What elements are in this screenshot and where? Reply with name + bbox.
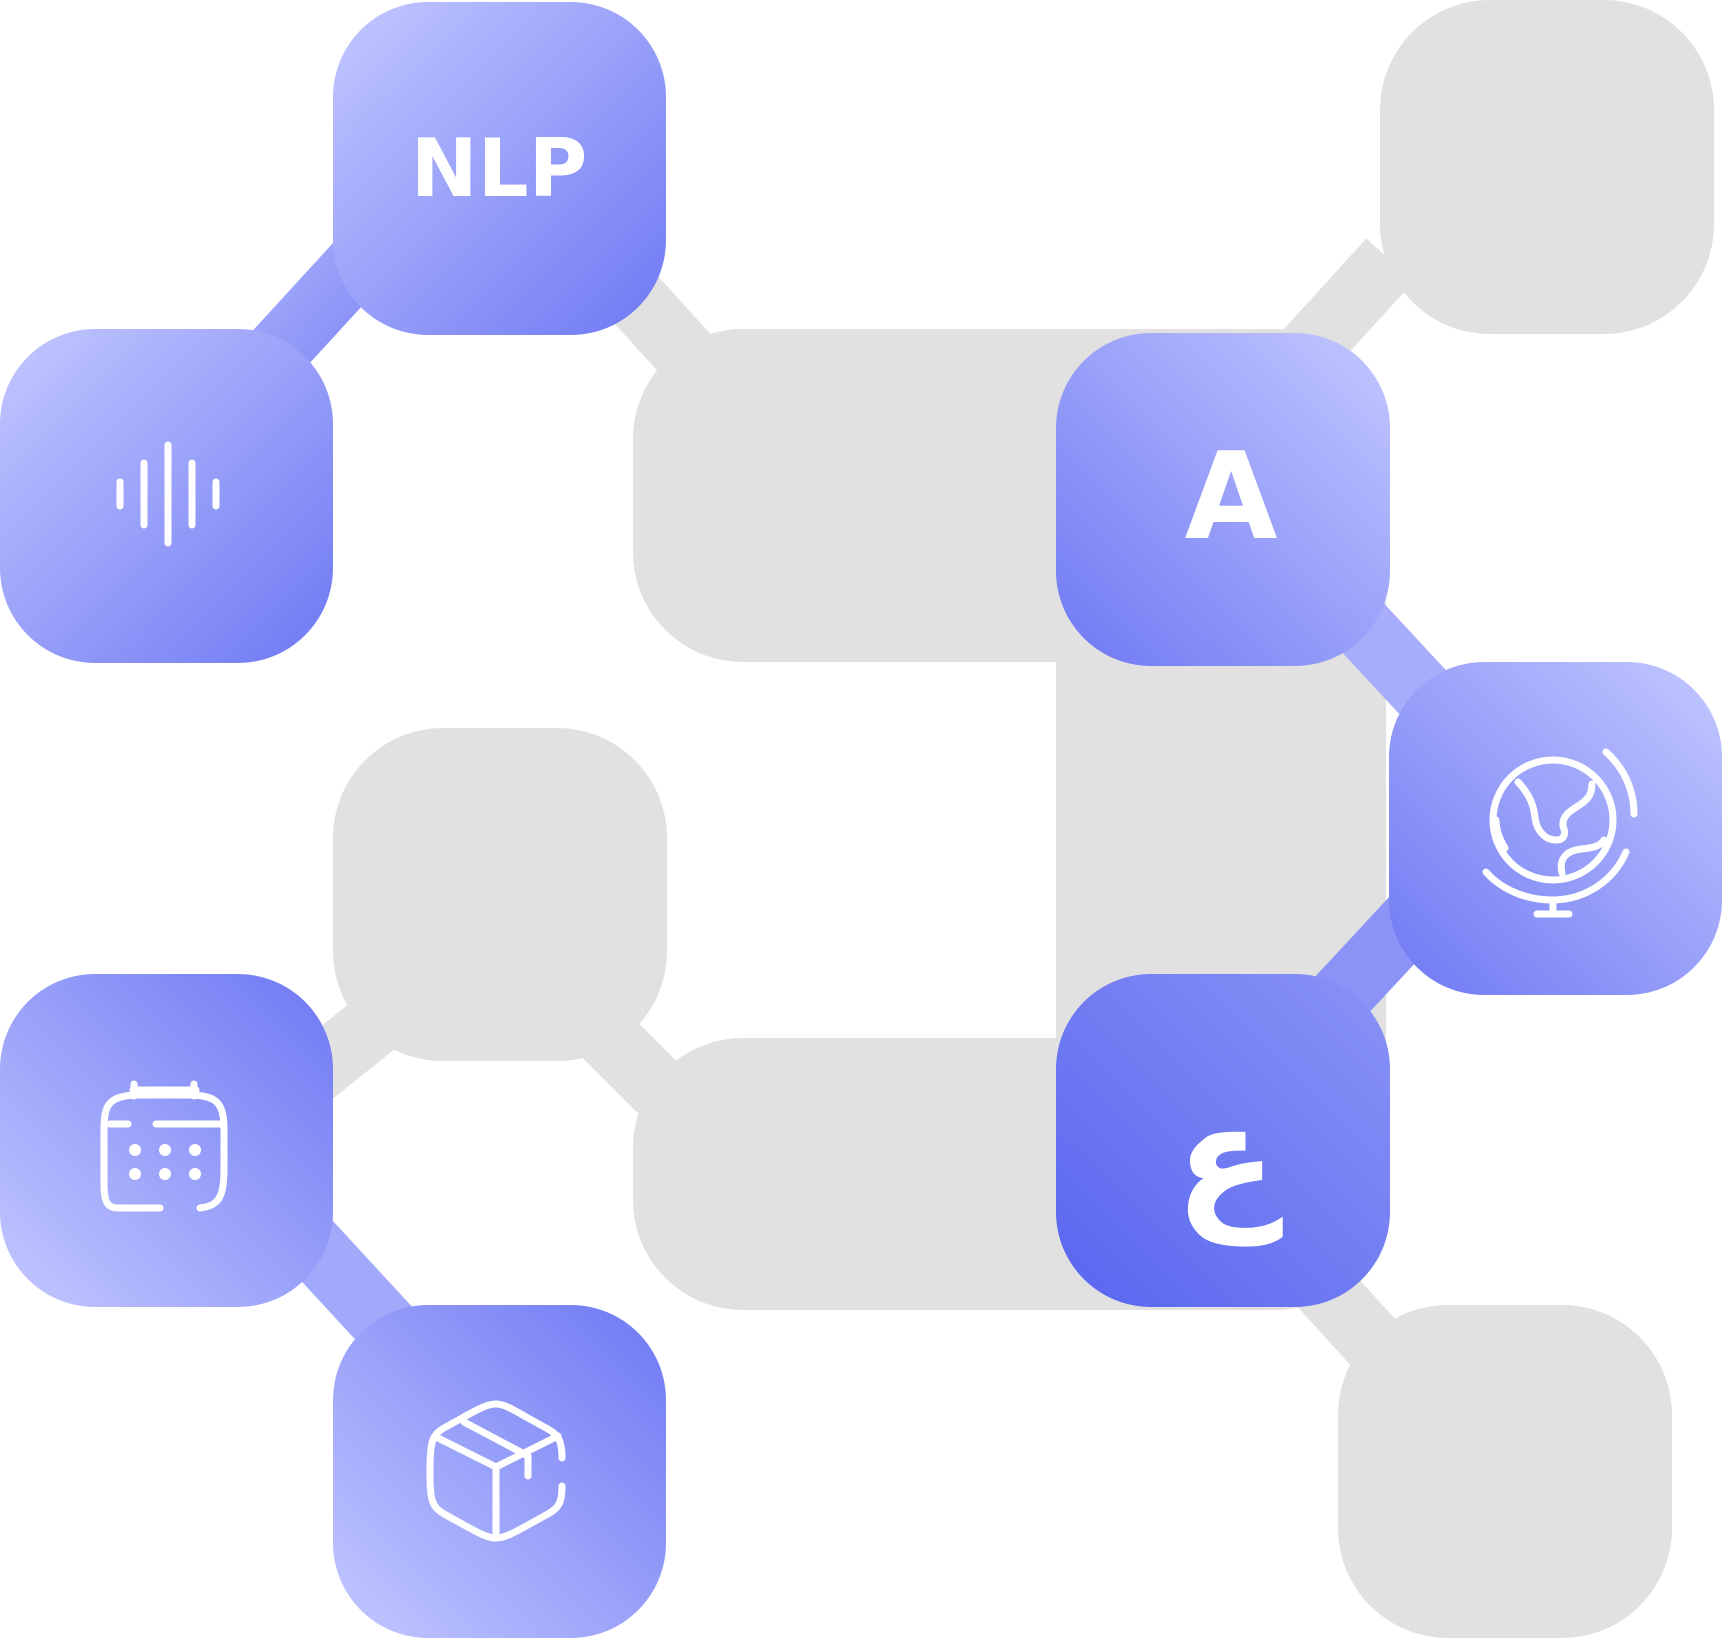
- calendar-icon: [100, 1080, 228, 1212]
- node-arabic-ain-label: ع: [1175, 1072, 1283, 1247]
- node-nlp-label: NLP: [411, 122, 588, 215]
- node-letter-a: A: [1056, 333, 1390, 666]
- node-audio: [0, 329, 333, 663]
- audio-waveform-icon: [116, 441, 220, 547]
- node-letter-a-label: A: [1185, 428, 1278, 567]
- node-arabic-ain: ع: [1056, 974, 1390, 1307]
- placeholder-middle-left: [333, 728, 667, 1061]
- node-globe: [1389, 662, 1722, 995]
- placeholder-bottom-right: [1338, 1305, 1672, 1638]
- node-package: [333, 1305, 666, 1638]
- node-calendar: [0, 974, 333, 1307]
- package-box-icon: [426, 1400, 566, 1542]
- node-nlp: NLP: [333, 2, 666, 335]
- placeholder-top-right: [1380, 0, 1714, 334]
- globe-stand-icon: [1482, 748, 1638, 918]
